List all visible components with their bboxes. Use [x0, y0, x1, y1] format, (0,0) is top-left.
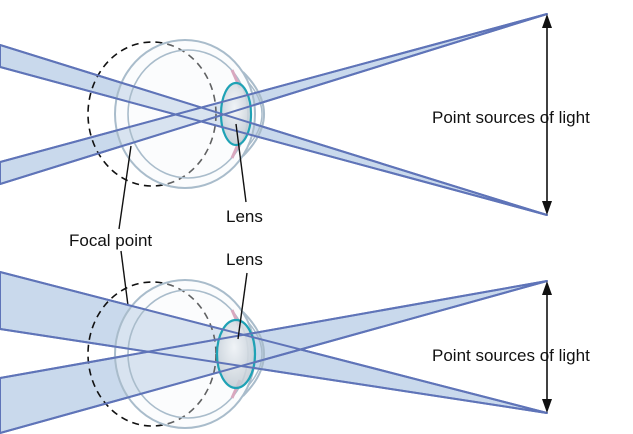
top-double-arrow — [542, 14, 552, 215]
bottom-cornea-inner — [247, 321, 263, 387]
top-eyeball-dashed-outline — [87, 41, 217, 187]
top-beam-edges — [0, 13, 548, 216]
top-diagram: Point sources of light Lens — [0, 13, 590, 226]
top-cornea-inner — [247, 81, 263, 147]
top-point-sources-label: Point sources of light — [432, 108, 590, 127]
bottom-diagram: Point sources of light Lens — [0, 250, 590, 434]
bottom-lens-leader — [237, 272, 248, 340]
focal-point-label: Focal point — [69, 231, 152, 250]
top-cornea — [242, 71, 265, 157]
bottom-beam-edges — [0, 271, 548, 434]
top-eyeball-outer — [114, 39, 256, 189]
top-lens-leader — [235, 123, 247, 203]
bottom-cornea — [242, 311, 265, 397]
bottom-lens-label: Lens — [226, 250, 263, 269]
top-lens-label: Lens — [226, 207, 263, 226]
bottom-double-arrow — [542, 281, 552, 413]
focal-leader-to-top — [118, 145, 132, 230]
bottom-point-sources-label: Point sources of light — [432, 346, 590, 365]
